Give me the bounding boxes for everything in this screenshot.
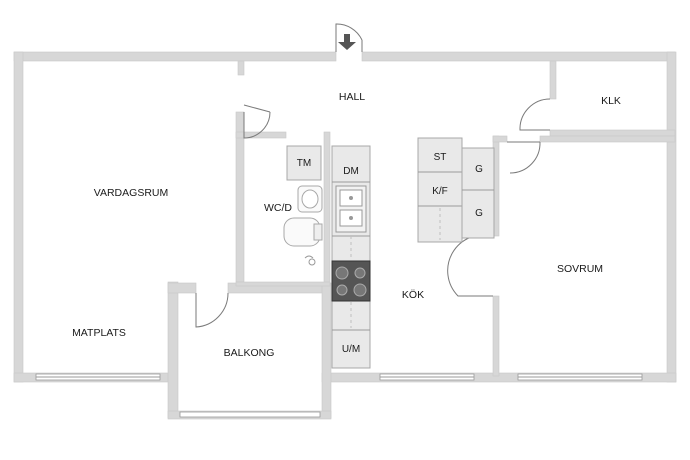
room-label-wcd: WC/D: [264, 202, 292, 214]
room-label-vardagsrum: VARDAGSRUM: [94, 187, 168, 199]
fixture-label-tm: TM: [297, 158, 311, 169]
fixture-label-g1: G: [475, 164, 483, 175]
room-label-hall: HALL: [339, 91, 365, 103]
arrow-down-icon: [338, 34, 356, 50]
kitchen-cabinets: [417, 137, 495, 243]
kitchen-counter: [331, 145, 371, 369]
room-label-klk: KLK: [601, 95, 621, 107]
fixture-label-kf: K/F: [432, 186, 448, 197]
fixture-label-g2: G: [475, 208, 483, 219]
fixture-label-st: ST: [434, 152, 447, 163]
fixture-label-dm: DM: [343, 166, 359, 177]
room-label-sovrum: SOVRUM: [557, 263, 603, 275]
room-label-kok: KÖK: [402, 289, 424, 301]
bathroom-fixtures: [283, 145, 323, 266]
room-label-balkong: BALKONG: [224, 347, 275, 359]
windows: [35, 373, 643, 418]
fixture-label-um: U/M: [342, 344, 360, 355]
room-label-matplats: MATPLATS: [72, 327, 126, 339]
